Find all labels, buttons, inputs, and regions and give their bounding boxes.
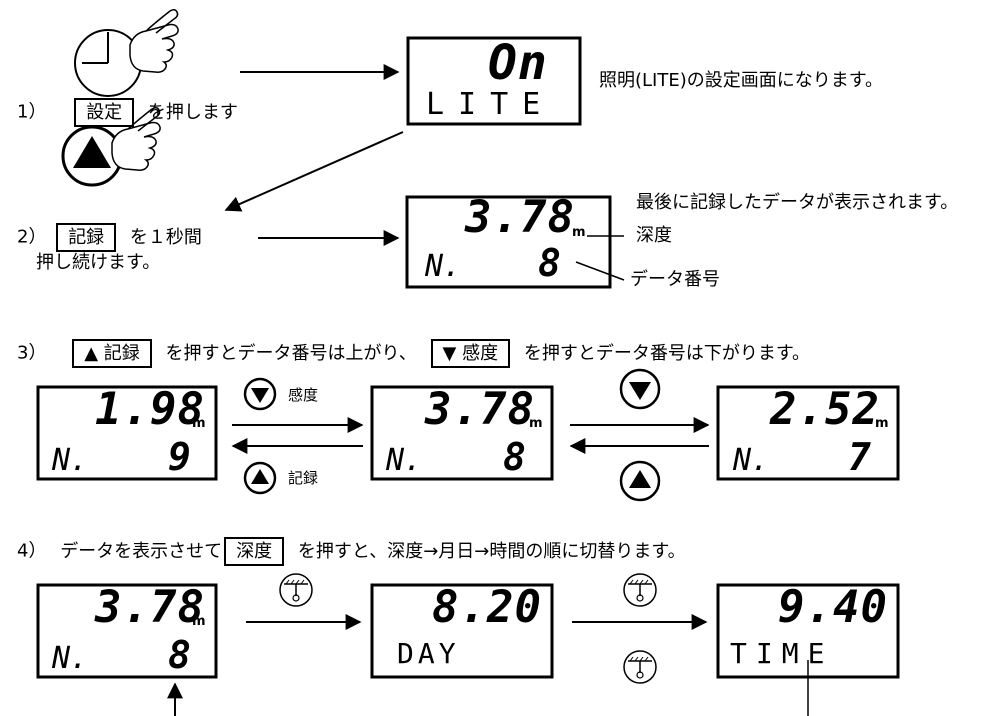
step2-action-1: を１秒間 — [129, 226, 202, 248]
step4-text-pre: データを表示させて — [60, 540, 223, 562]
lcd-step2-n: N. — [425, 249, 462, 284]
lcd-step4-mid-frame — [370, 583, 554, 679]
lcd-s4-mid-date: 8.20 — [432, 582, 542, 633]
lcd-s3-right-depth: 2.52 — [770, 384, 880, 435]
lcd-step2-unit: m — [572, 225, 586, 240]
down-sensitivity-key: ▼ 感度 — [430, 339, 511, 368]
lcd-s3-right-unit: m — [875, 416, 889, 431]
step2-action-2: 押し続けます。 — [36, 252, 161, 273]
lcd-step2-depth: 3.78 — [465, 192, 575, 243]
lcd-s4-left-depth: 3.78 — [95, 582, 205, 633]
up-button-icon-2 — [619, 460, 661, 502]
lcd-step2-frame — [405, 195, 612, 289]
callout-data-number: データ番号 — [630, 269, 720, 290]
up-record-key: ▲ 記録 — [72, 339, 152, 368]
record-key: 記録 — [56, 223, 117, 252]
lcd-s4-left-n: N. — [52, 641, 89, 676]
callout-line-number — [575, 261, 625, 281]
lcd-s3-mid-number: 8 — [503, 435, 526, 479]
depth-button-icon-1 — [279, 573, 313, 607]
lcd-s3-left-number: 9 — [168, 435, 191, 479]
lcd-s3-mid-depth: 3.78 — [425, 384, 535, 435]
lcd-s4-left-number: 8 — [168, 633, 191, 677]
depth-key: 深度 — [224, 537, 285, 566]
step2-note: 最後に記録したデータが表示されます。 — [636, 192, 959, 213]
step1-note: 照明(LITE)の設定画面になります。 — [599, 70, 883, 91]
label-sensitivity: 感度 — [288, 386, 319, 404]
step2-number: 2） — [17, 226, 47, 248]
lcd-s4-right-time: 9.40 — [778, 582, 888, 633]
lcd-s3-mid-unit: m — [529, 416, 543, 431]
lcd-s3-left-n: N. — [52, 443, 89, 478]
callout-depth: 深度 — [636, 225, 672, 246]
step4-text-post: を押すと、深度→月日→時間の順に切替ります。 — [297, 540, 686, 562]
arrow-diagonal — [224, 131, 404, 212]
lcd-s3-right-n: N. — [733, 443, 770, 478]
lcd-step3-left-frame — [36, 385, 218, 481]
lcd-s4-mid-label: DAY — [397, 637, 460, 670]
settings-key: 設定 — [74, 98, 135, 127]
label-record: 記録 — [288, 469, 319, 487]
down-button-icon-1 — [243, 377, 277, 411]
lcd-lite-label: LITE — [426, 87, 555, 122]
lcd-step4-left-frame — [36, 583, 218, 679]
up-button-icon-1 — [243, 461, 277, 495]
depth-button-icon-3 — [623, 650, 657, 684]
step1-number: 1） — [17, 101, 47, 123]
step3-text-end: を押すとデータ番号は下がります。 — [523, 342, 811, 364]
lcd-s3-left-depth: 1.98 — [95, 384, 205, 435]
lcd-s3-left-unit: m — [192, 416, 206, 431]
lcd-lite-value: On — [488, 35, 548, 91]
pointing-hand-icon-2 — [111, 106, 161, 171]
lcd-lite-frame — [406, 36, 582, 126]
step1-line: 1） 設定 を押します — [17, 98, 238, 127]
lcd-step3-mid-frame — [370, 385, 554, 481]
lcd-step2-number: 8 — [538, 241, 561, 285]
pointing-hand-icon — [129, 8, 179, 73]
step3-line: 3） ▲ 記録 を押すとデータ番号は上がり、 ▼ 感度 を押すとデータ番号は下が… — [17, 339, 810, 368]
step4-line: 4） データを表示させて深度 を押すと、深度→月日→時間の順に切替ります。 — [17, 537, 686, 566]
step2-line1: 2） 記録 を１秒間 — [17, 223, 202, 252]
lcd-s4-left-unit: m — [192, 614, 206, 629]
step3-text-mid: を押すとデータ番号は上がり、 — [165, 342, 417, 364]
step1-action: を押します — [147, 101, 238, 123]
lcd-s3-right-number: 7 — [848, 435, 871, 479]
lcd-s3-mid-n: N. — [386, 443, 423, 478]
step3-number: 3） — [17, 342, 47, 364]
lcd-step3-right-frame — [716, 385, 900, 481]
lcd-s4-right-label: TIME — [730, 637, 834, 670]
depth-button-icon-2 — [623, 573, 657, 607]
step4-number: 4） — [17, 540, 47, 562]
down-button-icon-2 — [619, 368, 661, 410]
